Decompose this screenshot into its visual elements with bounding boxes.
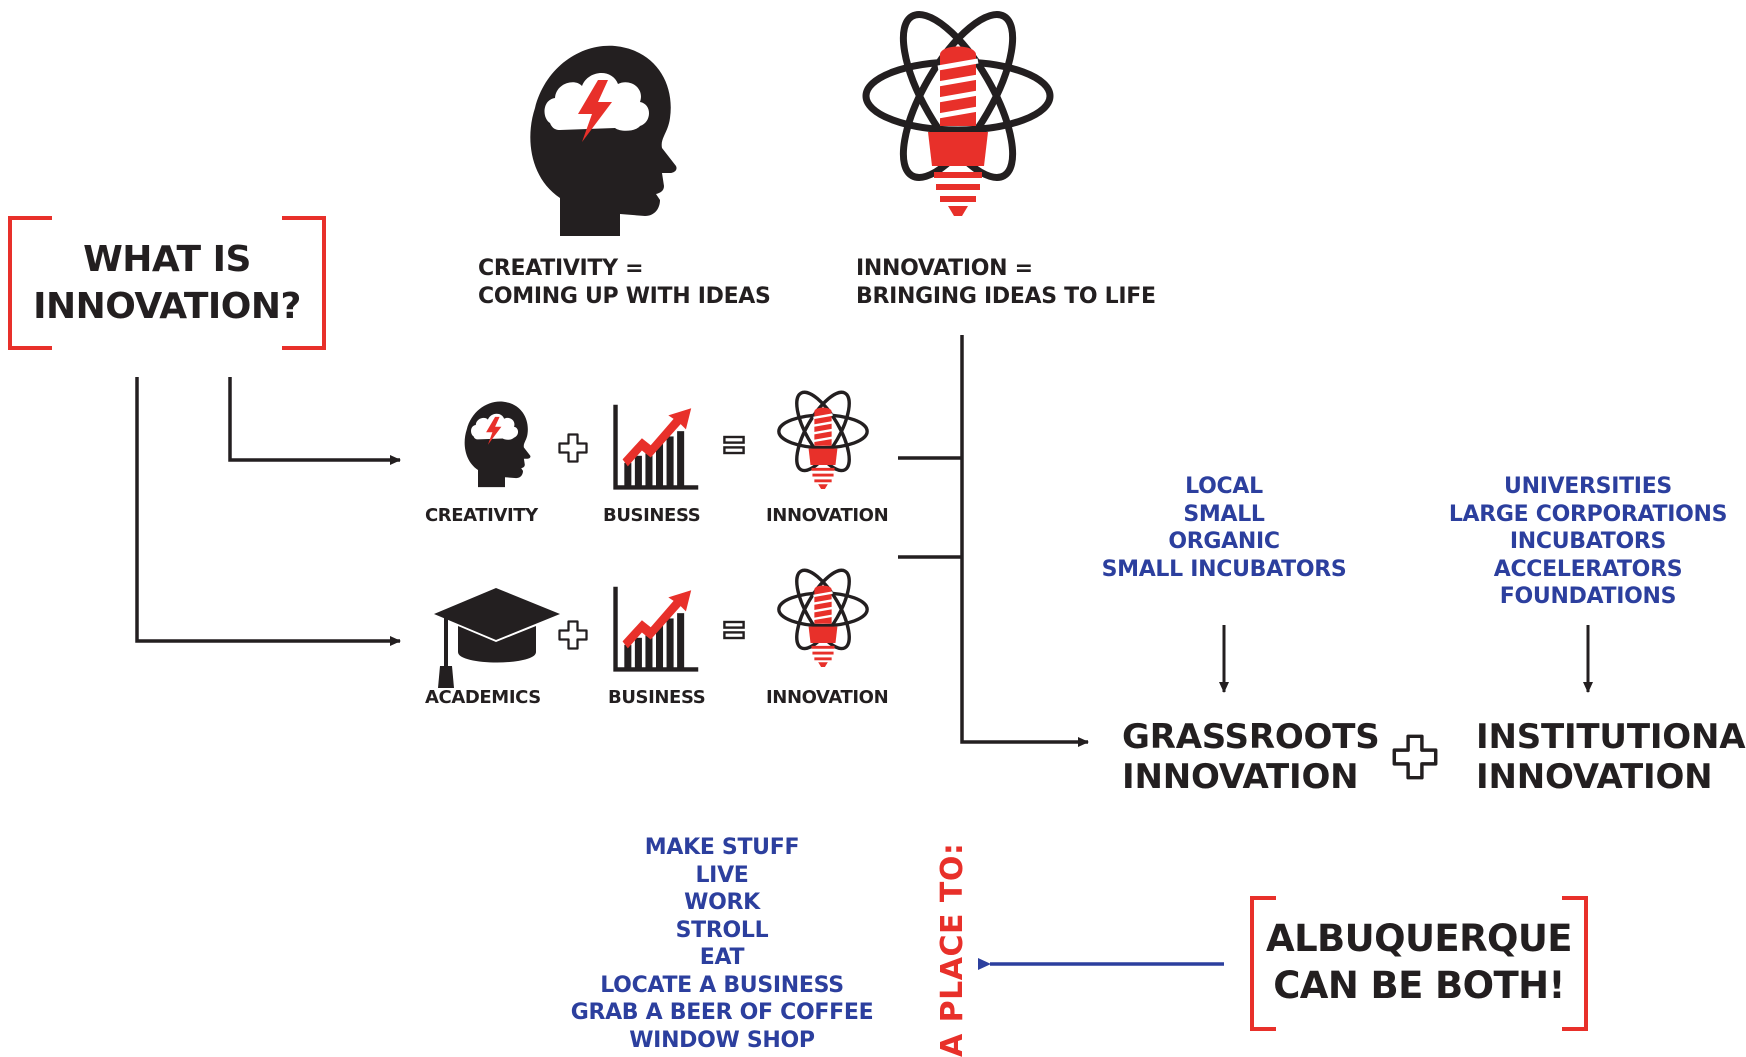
institutional-examples: UNIVERSITIES LARGE CORPORATIONS INCUBATO… (1418, 473, 1746, 611)
list-item: LOCATE A BUSINESS (600, 972, 844, 998)
atom-lightbulb-icon (775, 388, 871, 494)
list-item: WORK (684, 890, 760, 915)
institutional-line1: INSTITUTIONAL (1476, 717, 1746, 757)
equals-icon (722, 432, 746, 458)
innovation-def-line2: BRINGING IDEAS TO LIFE (856, 284, 1156, 309)
grassroots-line1: GRASSROOTS (1122, 717, 1380, 757)
creativity-definition: CREATIVITY = COMING UP WITH IDEAS (478, 255, 771, 311)
place-to-label: A PLACE TO: (935, 842, 970, 1057)
equals-icon (722, 617, 746, 643)
plus-icon (558, 620, 588, 650)
conclusion-text: ALBUQUERQUE CAN BE BOTH! (1250, 915, 1588, 1009)
list-item: ORGANIC (1168, 529, 1280, 554)
row1-label-a: CREATIVITY (425, 505, 538, 526)
row1-label-b: BUSINESS (603, 505, 701, 526)
row2-label-a: ACADEMICS (425, 687, 541, 708)
list-item: ACCELERATORS (1493, 556, 1683, 582)
conclusion-line2: CAN BE BOTH! (1273, 964, 1565, 1007)
grassroots-line2: INNOVATION (1122, 757, 1359, 797)
head-storm-icon (520, 38, 680, 238)
innovation-def-line1: INNOVATION = (856, 256, 1033, 281)
page-title: WHAT IS INNOVATION? (0, 236, 334, 330)
place-to-list: MAKE STUFF LIVE WORK STROLL EAT LOCATE A… (545, 834, 899, 1054)
atom-lightbulb-icon (858, 4, 1058, 228)
creativity-def-line1: CREATIVITY = (478, 256, 644, 281)
bar-chart-icon (612, 584, 700, 674)
conclusion-line1: ALBUQUERQUE (1266, 917, 1573, 960)
row1-label-c: INNOVATION (766, 505, 889, 526)
grassroots-examples: LOCAL SMALL ORGANIC SMALL INCUBATORS (1064, 473, 1384, 583)
list-item: UNIVERSITIES (1504, 474, 1672, 499)
bar-chart-icon (612, 402, 700, 492)
conclusion-bracket (1250, 896, 1588, 1031)
list-item: MAKE STUFF (644, 835, 800, 860)
list-item: LARGE CORPORATIONS (1448, 501, 1728, 527)
list-item: LIVE (695, 862, 749, 888)
list-item: WINDOW SHOP (629, 1027, 815, 1053)
list-item: LOCAL (1185, 474, 1263, 499)
innovation-definition: INNOVATION = BRINGING IDEAS TO LIFE (856, 255, 1156, 311)
list-item: GRAB A BEER OF COFFEE (570, 1000, 874, 1025)
list-item: STROLL (675, 917, 769, 943)
list-item: EAT (699, 945, 745, 970)
institutional-line2: INNOVATION (1476, 757, 1713, 797)
list-item: SMALL INCUBATORS (1101, 556, 1347, 582)
list-item: FOUNDATIONS (1499, 584, 1677, 609)
graduation-cap-icon (432, 584, 562, 694)
list-item: SMALL (1183, 501, 1265, 527)
creativity-def-line2: COMING UP WITH IDEAS (478, 284, 771, 309)
title-line1: WHAT IS (83, 239, 251, 280)
row2-label-c: INNOVATION (766, 687, 889, 708)
plus-icon (1392, 734, 1438, 780)
title-line2: INNOVATION? (33, 286, 301, 327)
plus-icon (558, 433, 588, 463)
title-bracket (8, 216, 326, 350)
row2-label-b: BUSINESS (608, 687, 706, 708)
institutional-label: INSTITUTIONAL INNOVATION (1476, 717, 1746, 797)
grassroots-label: GRASSROOTS INNOVATION (1122, 717, 1380, 797)
atom-lightbulb-icon (775, 566, 871, 672)
list-item: INCUBATORS (1509, 529, 1667, 554)
head-storm-icon (460, 398, 532, 488)
